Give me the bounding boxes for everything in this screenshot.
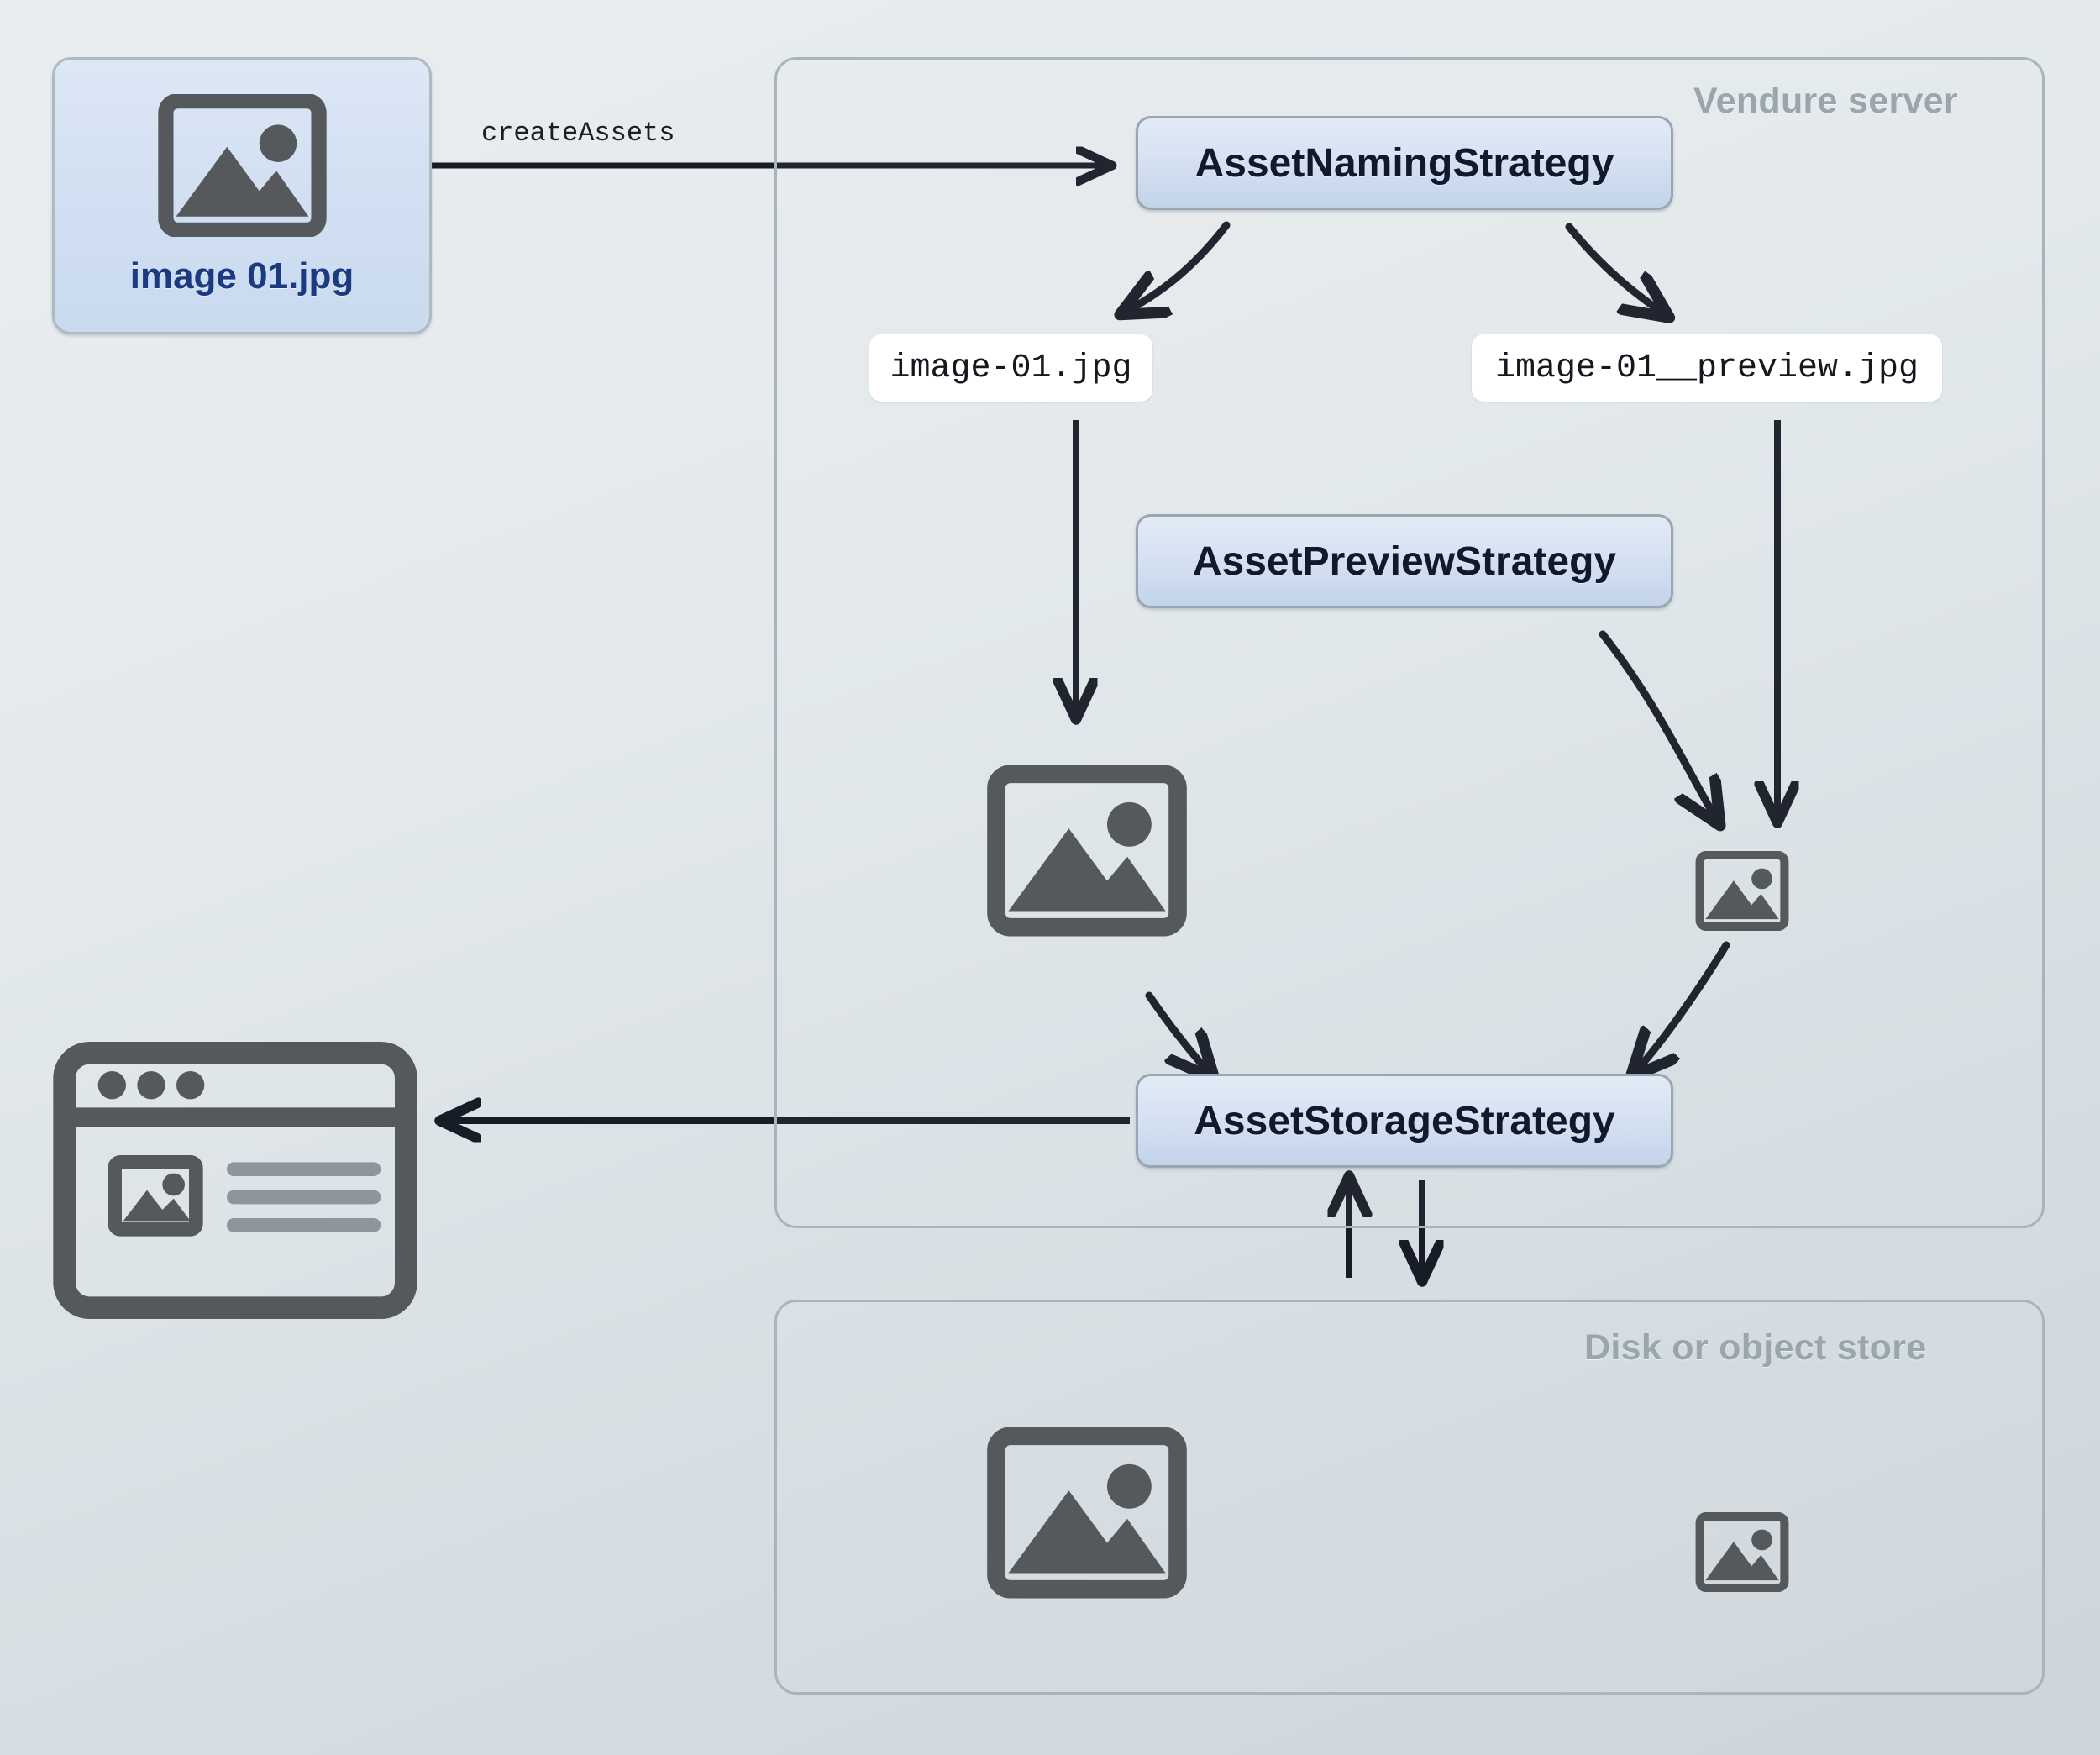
asset-naming-strategy-label: AssetNamingStrategy xyxy=(1194,140,1614,186)
panel-vendure-server xyxy=(774,57,2045,1228)
asset-preview-strategy-label: AssetPreviewStrategy xyxy=(1192,539,1617,584)
source-asset-card[interactable]: image 01.jpg xyxy=(52,57,432,334)
image-icon xyxy=(156,94,328,237)
browser-window-icon xyxy=(50,1042,420,1319)
preview-filename-text: image-01__preview.jpg xyxy=(1494,349,1919,387)
panel-disk-or-object-store-title: Disk or object store xyxy=(1584,1327,1927,1368)
preview-filename-chip: image-01__preview.jpg xyxy=(1472,334,1942,402)
store-full-image-icon xyxy=(986,1427,1188,1599)
server-full-image-icon xyxy=(986,765,1188,937)
asset-storage-strategy-box[interactable]: AssetStorageStrategy xyxy=(1136,1074,1673,1168)
edge-label-create-assets: createAssets xyxy=(481,118,675,149)
asset-storage-strategy-label: AssetStorageStrategy xyxy=(1194,1098,1615,1143)
server-preview-image-icon xyxy=(1695,851,1789,931)
asset-naming-strategy-box[interactable]: AssetNamingStrategy xyxy=(1136,116,1673,210)
panel-vendure-server-title: Vendure server xyxy=(1693,81,1958,121)
asset-preview-strategy-box[interactable]: AssetPreviewStrategy xyxy=(1136,514,1673,608)
panel-disk-or-object-store xyxy=(774,1300,2045,1695)
store-preview-image-icon xyxy=(1695,1512,1789,1592)
source-filename-text: image-01.jpg xyxy=(890,349,1132,387)
source-filename-chip: image-01.jpg xyxy=(869,334,1152,402)
source-asset-label: image 01.jpg xyxy=(129,255,354,297)
